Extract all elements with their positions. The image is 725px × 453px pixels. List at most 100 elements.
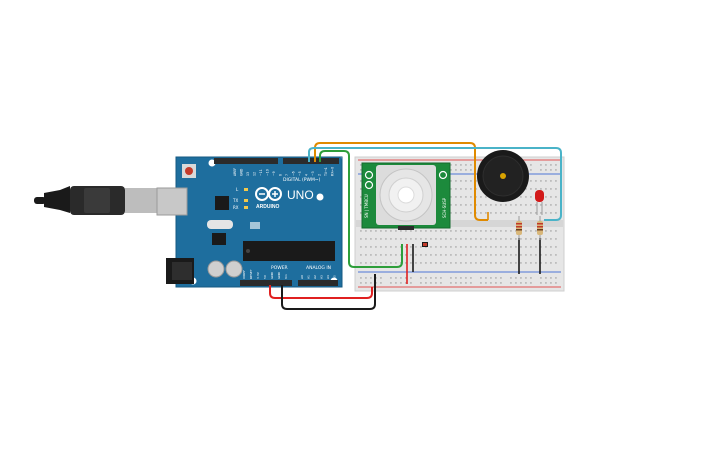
breadboard-hole — [425, 262, 427, 264]
breadboard-hole — [370, 254, 372, 256]
breadboard-hole — [490, 262, 492, 264]
breadboard-hole — [455, 262, 457, 264]
breadboard-hole — [460, 246, 462, 248]
breadboard-hole — [450, 164, 452, 166]
breadboard-hole — [365, 230, 367, 232]
breadboard-hole — [480, 238, 482, 240]
breadboard-hole — [485, 282, 487, 284]
digital-pin-label: ~10 — [266, 169, 270, 176]
breadboard-hole — [385, 246, 387, 248]
digital-pin-label: 7 — [285, 174, 289, 176]
breadboard-hole — [540, 188, 542, 190]
atmega-chip — [243, 241, 335, 261]
breadboard-hole — [555, 262, 557, 264]
breadboard-hole — [365, 277, 367, 279]
pir-motion-sensor[interactable]: SN | TMBCU SCH-SUSP — [361, 162, 451, 230]
breadboard-hole — [455, 212, 457, 214]
breadboard-hole — [465, 180, 467, 182]
piezo-buzzer[interactable] — [477, 150, 529, 202]
breadboard-hole — [465, 188, 467, 190]
breadboard-hole — [525, 230, 527, 232]
breadboard-hole — [360, 204, 362, 206]
breadboard-hole — [460, 188, 462, 190]
digital-pin-label: ~9 — [272, 171, 276, 176]
breadboard-hole — [520, 246, 522, 248]
breadboard-hole — [475, 262, 477, 264]
breadboard-hole — [455, 164, 457, 166]
onboard-leds: L TX RX — [232, 187, 248, 210]
breadboard-hole — [435, 254, 437, 256]
breadboard-hole — [450, 246, 452, 248]
breadboard-hole — [450, 188, 452, 190]
breadboard-hole — [445, 254, 447, 256]
breadboard-hole — [530, 180, 532, 182]
breadboard-hole — [555, 212, 557, 214]
breadboard-hole — [495, 254, 497, 256]
breadboard-hole — [550, 238, 552, 240]
breadboard-hole — [430, 254, 432, 256]
breadboard-hole — [485, 254, 487, 256]
breadboard-hole — [485, 212, 487, 214]
breadboard-hole — [480, 196, 482, 198]
breadboard-hole — [395, 277, 397, 279]
digital-pin-header[interactable] — [214, 158, 339, 164]
breadboard-hole — [410, 262, 412, 264]
breadboard-hole — [365, 246, 367, 248]
breadboard-hole — [500, 282, 502, 284]
breadboard-hole — [395, 230, 397, 232]
breadboard-hole — [480, 246, 482, 248]
breadboard-hole — [520, 254, 522, 256]
breadboard-hole — [470, 169, 472, 171]
breadboard-hole — [485, 277, 487, 279]
breadboard-hole — [370, 230, 372, 232]
breadboard-hole — [535, 230, 537, 232]
breadboard-hole — [515, 254, 517, 256]
breadboard-hole — [495, 230, 497, 232]
power-pin-label: RESET — [249, 269, 253, 279]
breadboard-hole — [525, 196, 527, 198]
breadboard-hole — [390, 254, 392, 256]
breadboard-hole — [440, 262, 442, 264]
breadboard-hole — [415, 238, 417, 240]
reset-button-icon[interactable] — [182, 164, 196, 178]
power-pin-label: GND — [270, 271, 274, 279]
analog-pin-header[interactable] — [298, 280, 338, 286]
breadboard-hole — [475, 238, 477, 240]
wires — [269, 142, 562, 310]
wire-orange — [314, 142, 488, 221]
breadboard-hole — [425, 277, 427, 279]
breadboard-hole — [540, 238, 542, 240]
breadboard-hole — [450, 196, 452, 198]
breadboard-hole — [545, 254, 547, 256]
breadboard-hole — [535, 254, 537, 256]
breadboard-hole — [435, 277, 437, 279]
breadboard-hole — [470, 230, 472, 232]
breadboard-hole — [470, 196, 472, 198]
red-led[interactable] — [535, 190, 544, 215]
breadboard-hole — [460, 254, 462, 256]
breadboard-hole — [435, 282, 437, 284]
breadboard-hole — [470, 180, 472, 182]
breadboard-hole — [555, 188, 557, 190]
breadboard-hole — [455, 282, 457, 284]
breadboard-hole — [490, 277, 492, 279]
breadboard-hole — [360, 238, 362, 240]
breadboard-hole — [390, 246, 392, 248]
resistor-2[interactable] — [537, 216, 543, 240]
breadboard-hole — [540, 246, 542, 248]
breadboard-hole — [465, 277, 467, 279]
breadboard-hole — [455, 188, 457, 190]
breadboard-hole — [465, 262, 467, 264]
breadboard-hole — [500, 254, 502, 256]
breadboard-hole — [530, 188, 532, 190]
resistor-1[interactable] — [516, 216, 522, 240]
breadboard-hole — [460, 169, 462, 171]
breadboard-hole — [390, 238, 392, 240]
breadboard-hole — [395, 282, 397, 284]
breadboard-hole — [540, 262, 542, 264]
power-pin-header[interactable] — [240, 280, 292, 286]
breadboard-hole — [545, 180, 547, 182]
breadboard-hole — [510, 262, 512, 264]
breadboard-hole — [420, 282, 422, 284]
